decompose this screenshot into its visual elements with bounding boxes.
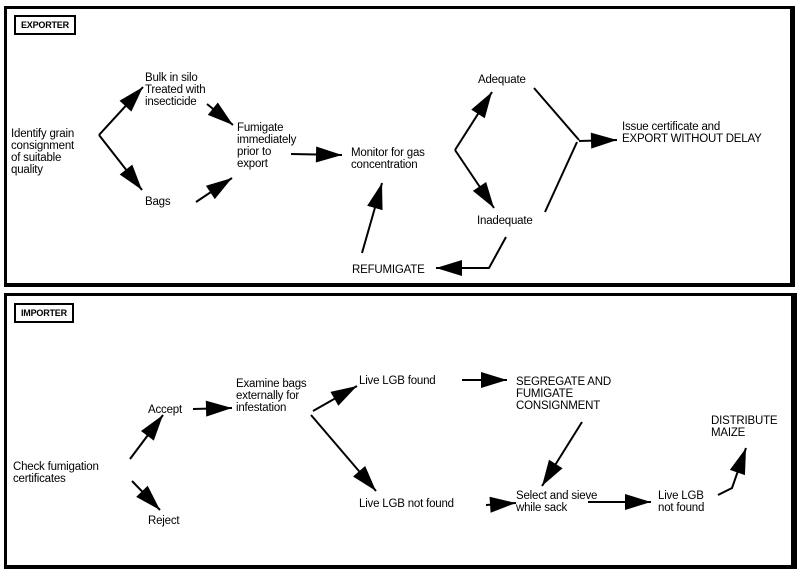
arrow-bulk-to-fumigate (206, 102, 234, 126)
arrowhead (207, 102, 233, 125)
exporter-tag: EXPORTER (14, 15, 76, 35)
arrowhead (472, 181, 494, 208)
exporter-node-adequate: Adequate (478, 74, 526, 86)
arrowhead (542, 459, 563, 486)
arrowhead (729, 448, 746, 476)
arrow-segregate-to-select (541, 421, 583, 487)
importer-node-lgb-found: Live LGB found (359, 375, 435, 387)
arrowhead (141, 415, 163, 441)
importer-panel (4, 293, 797, 569)
arrowhead (330, 386, 357, 406)
arrow-lgb-found-to-segregate (462, 372, 507, 388)
arrow-check-to-accept (129, 414, 164, 460)
arrow-monitor-to-adequate (454, 91, 493, 151)
arrow-select-to-lgb-not-found-2 (588, 494, 651, 510)
arrow-identify-to-bulk (98, 86, 144, 136)
arrowhead (590, 132, 617, 149)
arrow-lgb-not-found-2-to-distribute (717, 447, 747, 496)
arrow-monitor-to-inadequate (454, 149, 495, 209)
arrowhead (119, 87, 143, 112)
arrowhead (353, 466, 376, 491)
arrow-check-to-reject (131, 480, 161, 511)
arrow-examine-to-lgb-not-found (310, 414, 377, 492)
arrow-examine-to-lgb-found (312, 385, 358, 412)
exporter-node-bags: Bags (145, 196, 171, 208)
arrow-accept-to-examine (192, 400, 233, 417)
arrowhead (205, 178, 232, 200)
importer-node-lgb-not-found: Live LGB not found (359, 498, 454, 510)
arrowhead (625, 494, 651, 510)
arrow-lgb-not-found-to-select (485, 496, 517, 513)
arrowhead (436, 260, 462, 276)
line-adequate-to-issue (533, 87, 580, 141)
arrowhead (489, 496, 516, 513)
exporter-node-refumigate: REFUMIGATE (352, 264, 425, 276)
importer-tag: IMPORTER (14, 303, 74, 323)
importer-node-reject: Reject (148, 515, 180, 527)
arrow-to-issue (578, 132, 618, 149)
arrow-identify-to-bags (98, 134, 143, 191)
arrows-layer (98, 86, 747, 513)
exporter-node-inadequate: Inadequate (477, 215, 533, 227)
arrowhead (315, 146, 342, 163)
arrowhead (481, 372, 507, 388)
arrow-fumigate-to-monitor (290, 146, 343, 163)
importer-node-accept: Accept (148, 404, 183, 416)
arrowhead (471, 92, 492, 119)
arrowhead (367, 183, 383, 211)
line-inadequate-to-issue (544, 141, 578, 213)
exporter-panel (4, 6, 795, 287)
arrowhead (205, 400, 232, 417)
arrowhead (136, 485, 160, 510)
arrow-inadequate-to-refumigate (436, 236, 507, 276)
arrow-bags-to-fumigate (195, 177, 233, 203)
arrowhead (119, 164, 142, 190)
arrow-refumigate-to-monitor (361, 182, 383, 254)
